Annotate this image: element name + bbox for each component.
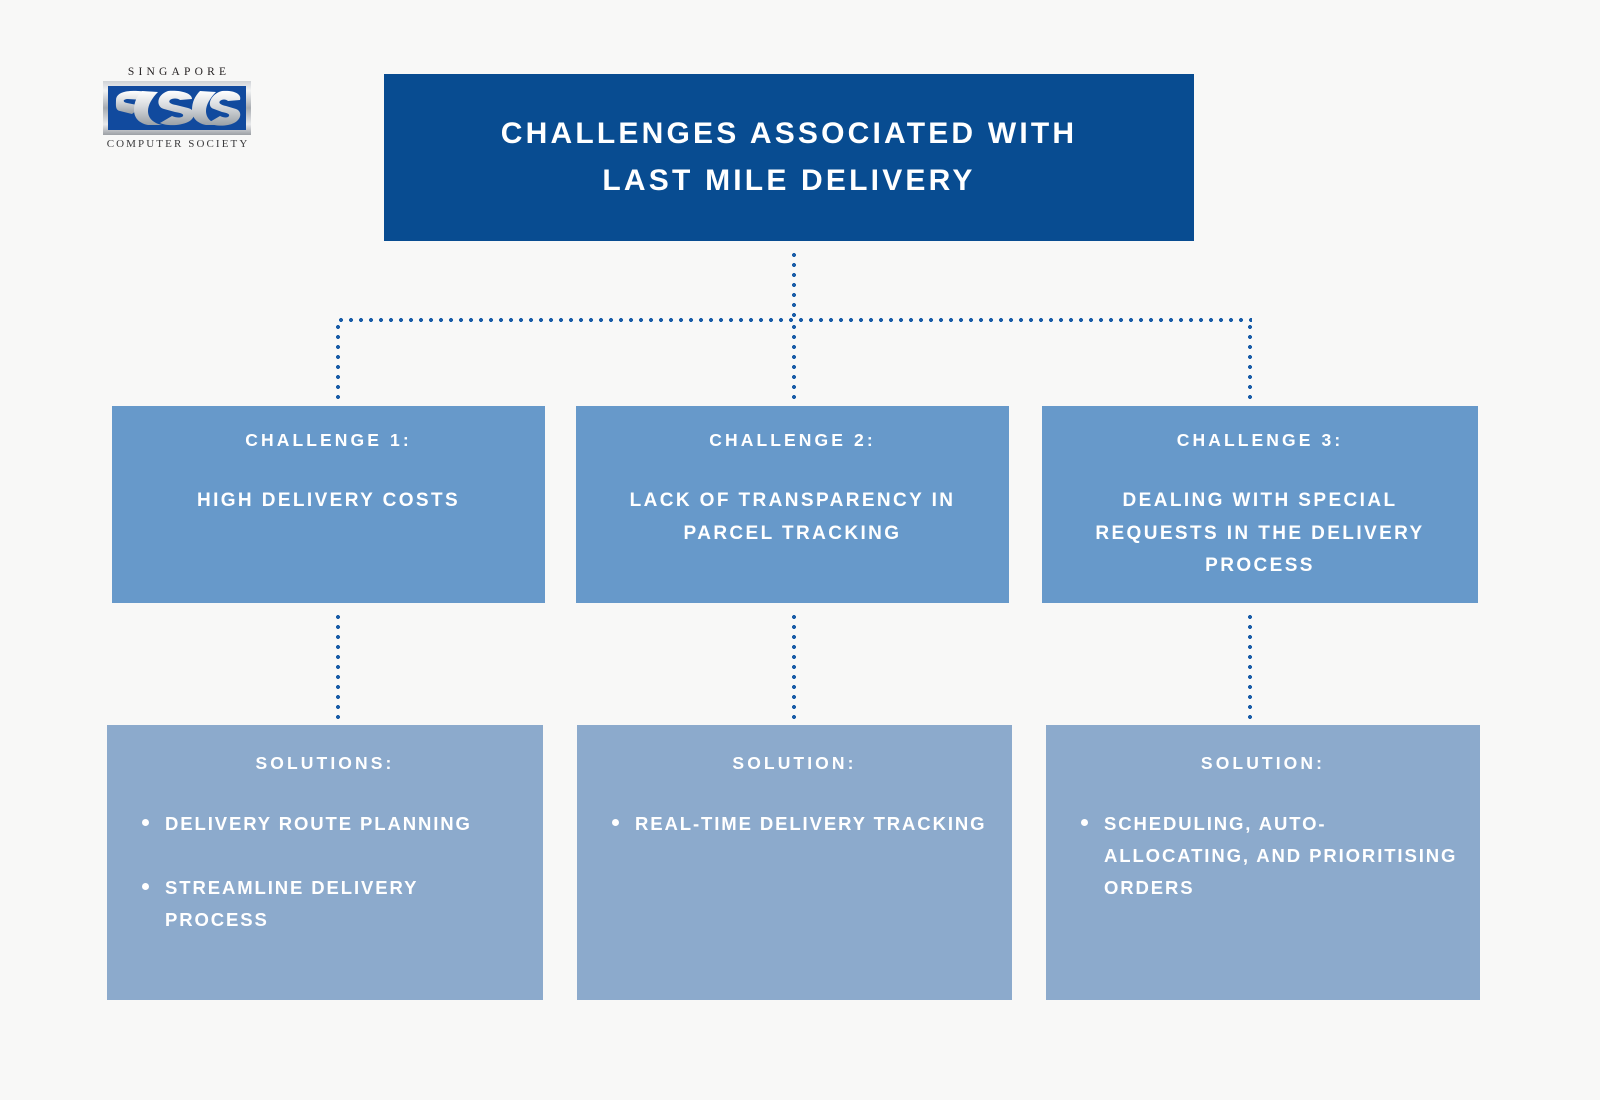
solution-box-1[interactable]: SOLUTIONS: DELIVERY ROUTE PLANNING STREA…: [107, 725, 543, 1000]
challenge-box-3[interactable]: CHALLENGE 3: DEALING WITH SPECIAL REQUES…: [1042, 406, 1478, 603]
connector-title-to-trunk: [792, 250, 796, 320]
solution-3-list: SCHEDULING, AUTO-ALLOCATING, AND PRIORIT…: [1066, 808, 1460, 903]
connector-trunk-to-challenge-1: [336, 322, 340, 402]
logo-bottom-text: COMPUTER SOCIETY: [106, 138, 250, 150]
list-item: DELIVERY ROUTE PLANNING: [137, 808, 523, 840]
list-item: STREAMLINE DELIVERY PROCESS: [137, 872, 523, 936]
solution-1-list: DELIVERY ROUTE PLANNING STREAMLINE DELIV…: [127, 808, 523, 935]
challenge-3-kicker: CHALLENGE 3:: [1176, 430, 1344, 450]
connector-challenge-3-to-solution-3: [1248, 612, 1252, 720]
connector-horizontal-trunk: [336, 318, 1252, 322]
solution-box-3[interactable]: SOLUTION: SCHEDULING, AUTO-ALLOCATING, A…: [1046, 725, 1480, 1000]
challenge-2-kicker: CHALLENGE 2:: [709, 430, 876, 450]
challenge-2-body: LACK OF TRANSPARENCY IN PARCEL TRACKING: [629, 490, 956, 544]
logo-top-text: SINGAPORE: [127, 66, 231, 78]
diagram-title-box: CHALLENGES ASSOCIATED WITH LAST MILE DEL…: [384, 74, 1194, 241]
list-item: REAL-TIME DELIVERY TRACKING: [607, 808, 992, 840]
solution-box-2[interactable]: SOLUTION: REAL-TIME DELIVERY TRACKING: [577, 725, 1012, 1000]
scs-logo: SINGAPORE: [103, 66, 251, 150]
list-item: SCHEDULING, AUTO-ALLOCATING, AND PRIORIT…: [1076, 808, 1460, 903]
challenge-3-body: DEALING WITH SPECIAL REQUESTS IN THE DEL…: [1095, 490, 1425, 577]
page-title: CHALLENGES ASSOCIATED WITH LAST MILE DEL…: [500, 117, 1078, 197]
scs-logo-mark: [103, 81, 251, 135]
scs-logo-mark-inner: [108, 86, 246, 130]
challenge-box-1[interactable]: CHALLENGE 1: HIGH DELIVERY COSTS: [112, 406, 545, 603]
solution-2-kicker: SOLUTION:: [732, 753, 857, 773]
challenge-1-kicker: CHALLENGE 1:: [245, 430, 412, 450]
connector-challenge-2-to-solution-2: [792, 612, 796, 720]
challenge-box-2[interactable]: CHALLENGE 2: LACK OF TRANSPARENCY IN PAR…: [576, 406, 1009, 603]
scs-monogram-icon: [115, 90, 241, 126]
connector-trunk-to-challenge-2: [792, 322, 796, 402]
connector-challenge-1-to-solution-1: [336, 612, 340, 720]
solution-1-kicker: SOLUTIONS:: [255, 753, 395, 773]
connector-trunk-to-challenge-3: [1248, 322, 1252, 402]
challenge-1-body: HIGH DELIVERY COSTS: [196, 490, 461, 511]
solution-3-kicker: SOLUTION:: [1200, 753, 1326, 773]
solution-2-list: REAL-TIME DELIVERY TRACKING: [597, 808, 992, 840]
